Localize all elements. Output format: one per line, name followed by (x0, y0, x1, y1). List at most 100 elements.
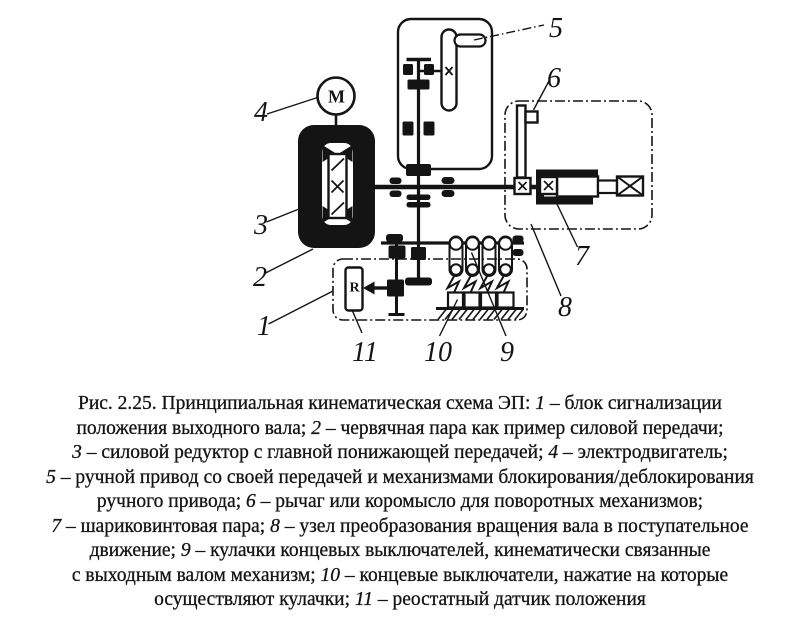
leader-6 (532, 80, 550, 111)
caption-part-number: 6 (246, 491, 256, 512)
sensor-drive-shaft (363, 243, 405, 316)
caption-line: 7 – шариковинтовая пара; 8 – узел преобр… (0, 515, 800, 540)
bearing (513, 176, 532, 196)
caption-text: – червячная пара как пример силовой пере… (320, 417, 724, 439)
part-labels: 1 2 3 4 5 6 7 8 9 10 11 (253, 13, 590, 368)
caption-part-number: 4 (548, 442, 559, 463)
label-9: 9 (500, 337, 514, 368)
caption-part-number: 3 (72, 442, 82, 463)
screw-nut (555, 175, 600, 198)
caption-text: положения выходного вала; (76, 417, 312, 439)
label-7: 7 (575, 241, 590, 272)
caption-text: – электродвигатель; (558, 442, 728, 463)
gear-pair (423, 121, 435, 136)
caption-part-number: 8 (270, 515, 280, 537)
leader-3 (266, 208, 300, 223)
manual-drive-unit (396, 17, 494, 171)
caption-line: Рис. 2.25. Принципиальная кинематическая… (0, 392, 800, 417)
bevel-gear (403, 64, 413, 75)
cam-assembly (477, 235, 497, 297)
leader-5 (473, 24, 545, 41)
motor-letter: М (328, 87, 345, 107)
gear (406, 194, 431, 200)
screw-shaft (596, 179, 619, 195)
label-10: 10 (424, 337, 452, 368)
caption-text: Рис. 2.25. Принципиальная кинематическая… (78, 393, 536, 414)
worm-gearbox (298, 125, 375, 248)
gear (389, 177, 402, 184)
caption-line: положения выходного вала; 2 – червячная … (0, 417, 800, 442)
caption-line: 5 – ручной привод со своей передачей и м… (0, 466, 800, 491)
limit-switch-cams (444, 235, 513, 297)
caption-line: с выходным валом механизм; 10 – концевые… (0, 564, 800, 589)
leader-11 (351, 310, 363, 334)
caption-part-number: 5 (46, 466, 56, 488)
limit-switches (436, 291, 524, 320)
rocker-lever (515, 104, 527, 179)
label-8: 8 (558, 292, 572, 323)
leader-lines (265, 24, 579, 337)
caption-line: 3 – силовой редуктор с главной понижающе… (0, 441, 800, 466)
central-vertical-shaft (405, 59, 432, 286)
figure-caption: Рис. 2.25. Принципиальная кинематическая… (0, 392, 800, 613)
housing-wall (536, 169, 598, 178)
leader-8 (530, 223, 562, 297)
cam-assembly (461, 235, 480, 297)
caption-part-number: 11 (354, 589, 373, 610)
caption-line: осуществляют кулачки; 11 – реостатный да… (0, 588, 800, 613)
gear (389, 190, 402, 197)
caption-text: – кулачки концевых выключателей, кинемат… (190, 540, 711, 561)
caption-text: – блок сигнализации (545, 393, 722, 414)
caption-part-number: 10 (320, 564, 340, 586)
arrowhead (363, 281, 375, 295)
gear (411, 247, 426, 260)
caption-part-number: 9 (180, 540, 191, 561)
caption-part-number: 1 (535, 393, 546, 414)
label-2: 2 (253, 262, 267, 293)
gear (512, 249, 524, 256)
caption-part-number: 2 (311, 417, 321, 439)
label-4: 4 (254, 97, 268, 128)
crank-handle (453, 33, 487, 48)
gear-pair (402, 121, 414, 136)
label-3: 3 (253, 210, 268, 241)
caption-text: – рычаг или коромысло для поворотных мех… (255, 491, 704, 512)
screw-symbol (615, 175, 645, 197)
leader-4 (266, 96, 318, 115)
caption-text: ручного привода; (96, 491, 247, 512)
rheostat-letter: R (349, 281, 360, 296)
gear (441, 177, 455, 184)
bearing (538, 175, 559, 196)
cam-assembly (444, 235, 464, 297)
label-1: 1 (257, 311, 271, 342)
caption-text: – шариковинтовая пара; (61, 515, 271, 537)
caption-text: осуществляют кулачки; (154, 589, 355, 610)
caption-line: ручного привода; 6 – рычаг или коромысло… (0, 490, 800, 515)
electric-motor: М (316, 76, 356, 126)
gear (405, 277, 432, 286)
leader-7 (556, 203, 579, 248)
gear (441, 190, 455, 197)
caption-text: с выходным валом механизм; (71, 564, 321, 586)
gear (387, 279, 404, 297)
ground-hatch (436, 307, 524, 320)
caption-line: движение; 9 – кулачки концевых выключате… (0, 539, 800, 564)
coupling (406, 164, 431, 176)
label-6: 6 (547, 63, 561, 94)
gear (406, 202, 431, 208)
kinematic-scheme-diagram: М R (253, 13, 653, 368)
translation-unit-box (504, 100, 653, 230)
leader-2 (265, 248, 314, 274)
signal-block-box (332, 258, 528, 321)
rocker-knob (524, 110, 539, 124)
caption-text: – силовой редуктор с главной понижающей … (81, 442, 549, 463)
label-5: 5 (549, 13, 563, 44)
bevel-gear (424, 64, 434, 75)
gear (512, 235, 524, 243)
caption-text: движение; (89, 540, 181, 561)
caption-text: – реостатный датчик положения (372, 589, 646, 610)
cam-assembly (494, 235, 513, 297)
leader-9 (470, 252, 507, 337)
caption-part-number: 7 (51, 515, 62, 537)
